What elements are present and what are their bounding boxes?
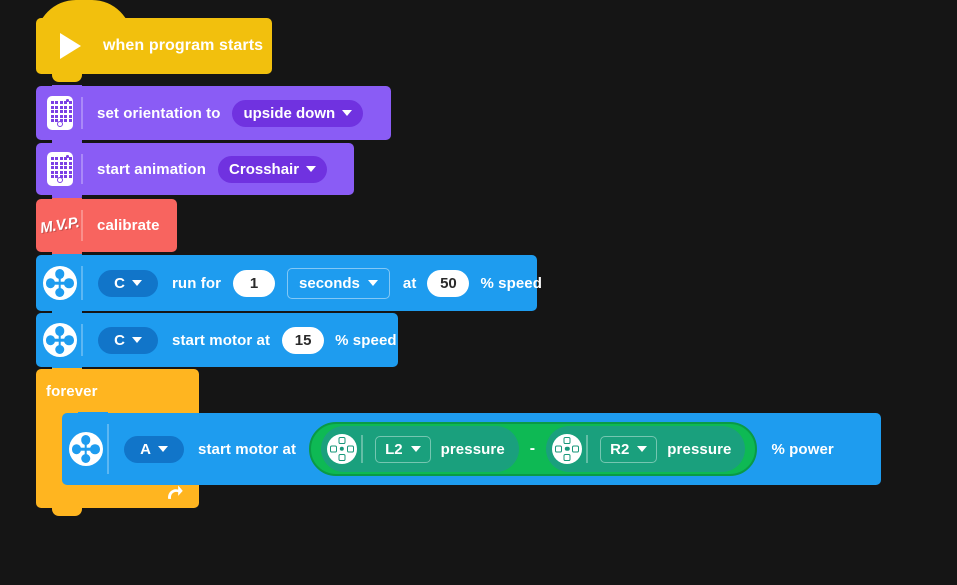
orientation-value: upside down xyxy=(243,104,336,122)
controller-icon xyxy=(321,426,364,472)
operator-symbol: - xyxy=(529,440,536,457)
motor-port-dropdown[interactable]: C xyxy=(98,326,158,354)
motor-icon xyxy=(62,413,109,485)
speed-input[interactable]: 50 xyxy=(427,269,470,297)
block-motor-start-speed[interactable]: C start motor at 15 % speed xyxy=(36,312,398,375)
time-unit-dropdown[interactable]: seconds xyxy=(287,267,390,299)
orientation-dropdown[interactable]: upside down xyxy=(232,99,364,127)
notch-top xyxy=(52,198,82,207)
right-button-dropdown[interactable]: R2 xyxy=(600,435,658,463)
mvp-logo-icon: M.V.P. xyxy=(36,199,83,252)
notch-top xyxy=(52,312,82,321)
percent-power-label: % power xyxy=(771,440,834,458)
block-calibrate[interactable]: M.V.P. calibrate xyxy=(36,198,177,260)
block-label: calibrate xyxy=(97,217,160,234)
hat-label: when program starts xyxy=(103,37,264,54)
motor-port-dropdown[interactable]: C xyxy=(98,269,158,297)
motor-port-dropdown[interactable]: A xyxy=(124,435,184,463)
sensor-right-pressure[interactable]: R2 pressure xyxy=(546,426,746,472)
chevron-down-icon xyxy=(131,337,142,343)
right-button-value: R2 xyxy=(610,440,630,458)
block-when-program-starts[interactable]: when program starts xyxy=(36,18,272,82)
loop-arrow-icon xyxy=(168,485,183,499)
forever-header[interactable]: forever xyxy=(36,368,199,413)
block-motor-start-power[interactable]: A start motor at L2 pressure xyxy=(62,412,881,485)
notch-bottom xyxy=(52,73,82,82)
chevron-down-icon xyxy=(342,110,353,116)
sensor-left-pressure[interactable]: L2 pressure xyxy=(321,426,519,472)
block-label: set orientation to xyxy=(97,104,221,122)
forever-label: forever xyxy=(46,382,98,400)
start-motor-label: start motor at xyxy=(172,331,271,349)
chevron-down-icon xyxy=(131,280,142,286)
notch-top xyxy=(52,368,82,377)
percent-speed-label: % speed xyxy=(480,274,542,292)
chevron-down-icon xyxy=(367,280,378,286)
block-motor-run-for[interactable]: C run for 1 seconds at 50 % speed xyxy=(36,254,542,319)
at-label: at xyxy=(402,274,417,292)
percent-speed-label: % speed xyxy=(335,331,397,349)
motor-port-value: A xyxy=(140,440,151,458)
block-set-orientation[interactable]: set orientation to upside down xyxy=(36,85,391,148)
chevron-down-icon xyxy=(637,446,648,452)
notch-top xyxy=(52,142,82,151)
chevron-down-icon xyxy=(306,166,317,172)
speed-input[interactable]: 15 xyxy=(282,326,325,354)
motor-icon xyxy=(36,313,83,367)
motor-icon xyxy=(36,255,83,311)
controller-icon xyxy=(546,426,589,472)
notch-top xyxy=(52,85,82,94)
block-start-animation[interactable]: start animation Crosshair xyxy=(36,142,354,203)
notch-top xyxy=(52,254,82,263)
notch-top xyxy=(78,412,108,421)
run-for-label: run for xyxy=(172,274,222,292)
hub-matrix-icon xyxy=(36,143,83,195)
time-unit-value: seconds xyxy=(299,274,360,292)
left-button-value: L2 xyxy=(385,440,403,458)
chevron-down-icon xyxy=(157,446,168,452)
block-label: start animation xyxy=(97,160,207,178)
hub-matrix-icon xyxy=(36,86,83,140)
animation-value: Crosshair xyxy=(229,160,300,178)
motor-port-value: C xyxy=(114,274,125,292)
animation-dropdown[interactable]: Crosshair xyxy=(218,155,328,183)
start-motor-label: start motor at xyxy=(198,440,297,458)
motor-port-value: C xyxy=(114,331,125,349)
duration-input[interactable]: 1 xyxy=(233,269,276,297)
mvp-logo-text: M.V.P. xyxy=(38,214,81,237)
left-pressure-label: pressure xyxy=(440,440,505,458)
left-button-dropdown[interactable]: L2 xyxy=(375,435,431,463)
operator-subtract[interactable]: L2 pressure - R2 xyxy=(309,422,758,476)
chevron-down-icon xyxy=(410,446,421,452)
play-icon xyxy=(60,33,81,59)
notch-bottom xyxy=(52,507,82,516)
right-pressure-label: pressure xyxy=(667,440,732,458)
